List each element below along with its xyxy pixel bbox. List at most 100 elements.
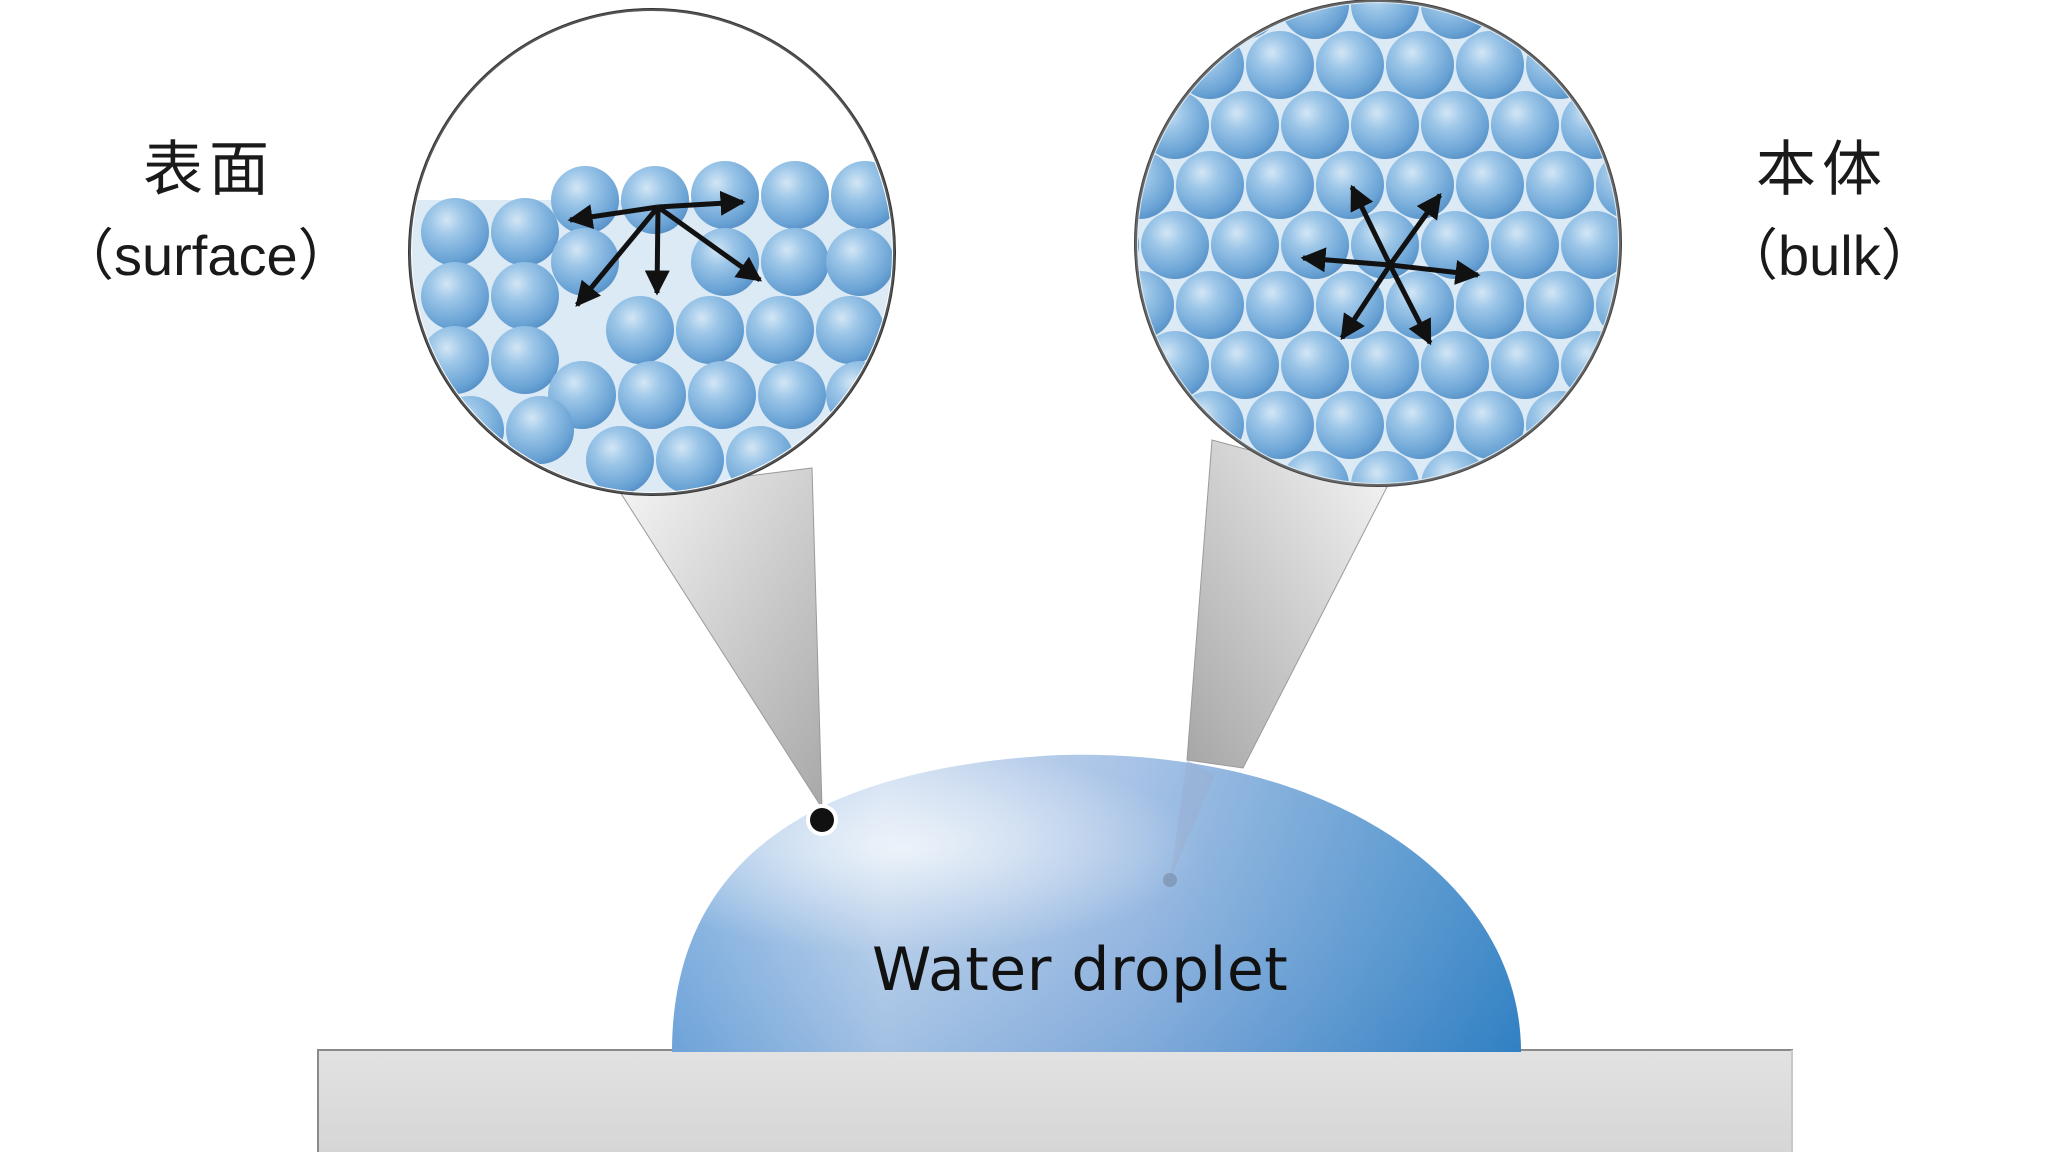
molecule-sphere — [1351, 331, 1419, 399]
force-arrow-icon — [644, 206, 670, 296]
molecule-sphere — [1666, 391, 1734, 459]
force-arrow-icon — [1349, 184, 1393, 267]
surface-label-english: （surface） — [58, 224, 354, 287]
force-arrow-icon — [657, 190, 746, 216]
molecule-sphere — [761, 228, 829, 296]
molecule-sphere — [1281, 211, 1349, 279]
molecule-sphere — [1316, 151, 1384, 219]
molecule-sphere — [1456, 151, 1524, 219]
bulk-callout-beam — [1186, 439, 1388, 769]
molecule-sphere — [1138, 331, 1139, 399]
force-arrow-icon — [1387, 192, 1443, 267]
molecule-sphere — [1246, 271, 1314, 339]
molecule-sphere — [1526, 151, 1594, 219]
molecule-sphere — [1176, 31, 1244, 99]
molecule-sphere — [606, 296, 674, 364]
molecule-sphere — [1596, 31, 1618, 99]
molecule-sphere — [1561, 211, 1618, 279]
molecule-sphere — [1456, 31, 1524, 99]
molecule-sphere — [1386, 391, 1454, 459]
molecule-sphere — [1138, 211, 1139, 279]
molecule-sphere — [1386, 31, 1454, 99]
molecule-sphere — [1281, 451, 1349, 483]
bulk-magnifier — [1106, 0, 1734, 579]
molecule-sphere — [1141, 451, 1209, 483]
molecule-sphere — [1491, 211, 1559, 279]
molecule-sphere — [1246, 391, 1314, 459]
surface-label-chinese: 表面 — [143, 135, 275, 205]
molecule-sphere — [816, 296, 884, 364]
molecule-sphere — [1666, 31, 1734, 99]
molecule-sphere — [1141, 211, 1209, 279]
molecule-sphere — [1456, 271, 1524, 339]
molecule-sphere — [1316, 31, 1384, 99]
molecule-sphere — [1138, 91, 1139, 159]
molecule-sphere — [1561, 451, 1618, 483]
molecule-sphere — [1141, 3, 1209, 39]
molecule-sphere — [758, 361, 826, 429]
molecule-sphere — [1491, 331, 1559, 399]
molecule-sphere — [421, 326, 489, 394]
molecule-sphere — [421, 198, 489, 266]
molecule-sphere — [1106, 511, 1174, 579]
molecule-sphere — [1351, 91, 1419, 159]
force-arrow-icon — [1300, 247, 1391, 273]
molecule-sphere — [1631, 0, 1699, 39]
molecule-sphere — [1138, 31, 1174, 99]
molecule-sphere — [676, 296, 744, 364]
force-arrow-icon — [1389, 260, 1481, 285]
molecule-sphere — [1666, 511, 1734, 579]
force-arrow-icon — [575, 205, 660, 307]
molecule-sphere — [551, 166, 619, 234]
molecule-sphere — [656, 426, 724, 492]
molecule-sphere — [421, 262, 489, 330]
molecule-sphere — [551, 228, 619, 296]
surface-molecules — [412, 161, 892, 492]
molecule-sphere — [1386, 511, 1454, 579]
molecule-sphere — [436, 396, 504, 464]
water-droplet-label: Water droplet — [872, 935, 1289, 1005]
molecule-sphere — [1176, 271, 1244, 339]
force-arrow-icon — [656, 204, 763, 283]
molecule-sphere — [1141, 91, 1209, 159]
substrate — [317, 1049, 1793, 1152]
molecule-sphere — [1316, 391, 1384, 459]
molecule-sphere — [491, 198, 559, 266]
molecule-sphere — [1386, 151, 1454, 219]
bulk-label-chinese: 本体 — [1756, 135, 1888, 205]
molecule-sphere — [586, 426, 654, 492]
molecule-sphere — [1631, 91, 1699, 159]
molecule-sphere — [1421, 91, 1489, 159]
molecule-sphere — [1316, 271, 1384, 339]
molecule-sphere — [1138, 451, 1139, 483]
molecule-sphere — [688, 361, 756, 429]
molecule-sphere — [1596, 391, 1618, 459]
molecule-sphere — [1211, 91, 1279, 159]
molecule-sphere — [1491, 91, 1559, 159]
force-arrow-icon — [567, 204, 659, 230]
surface-force-arrows-icon — [567, 190, 763, 307]
molecule-sphere — [1561, 3, 1618, 39]
molecule-sphere — [1281, 91, 1349, 159]
molecule-sphere — [826, 361, 892, 429]
molecule-sphere — [491, 326, 559, 394]
molecule-sphere — [1526, 511, 1594, 579]
molecule-sphere — [761, 161, 829, 229]
molecule-sphere — [1246, 31, 1314, 99]
bulk-label-english: （bulk） — [1722, 224, 1937, 287]
molecule-sphere — [491, 262, 559, 330]
force-arrow-icon — [1387, 263, 1433, 346]
molecule-sphere — [1351, 451, 1419, 483]
force-arrow-icon — [1339, 263, 1393, 341]
surface-magnifier — [408, 8, 896, 496]
molecule-sphere — [1526, 271, 1594, 339]
molecule-sphere — [1246, 151, 1314, 219]
molecule-sphere — [1138, 391, 1174, 459]
molecule-sphere — [1631, 331, 1699, 399]
molecule-sphere — [1421, 331, 1489, 399]
molecule-sphere — [1351, 3, 1419, 39]
molecule-sphere — [1211, 331, 1279, 399]
molecule-sphere — [1561, 91, 1618, 159]
molecule-sphere — [1456, 391, 1524, 459]
